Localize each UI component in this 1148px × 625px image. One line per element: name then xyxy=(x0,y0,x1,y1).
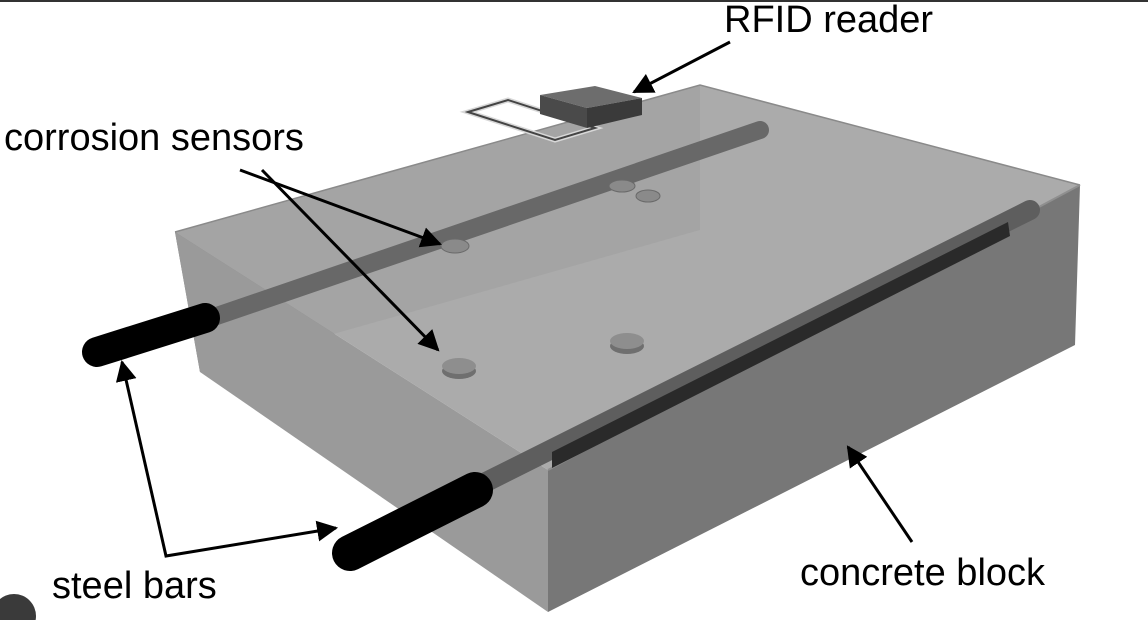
label-corrosion-sensors: corrosion sensors xyxy=(4,117,304,159)
arrow-concrete xyxy=(846,445,914,543)
steel-bar-front xyxy=(332,200,1040,571)
label-concrete-block: concrete block xyxy=(800,552,1046,594)
corner-badge-icon xyxy=(0,594,36,625)
steel-bar-back xyxy=(82,121,769,367)
block-top-face xyxy=(175,85,1080,470)
sensor-disc xyxy=(635,189,661,203)
arrow-rfid xyxy=(632,40,731,94)
annotation-arrows xyxy=(115,40,914,558)
arrow-sensor-2 xyxy=(260,168,440,352)
sensor-disc xyxy=(608,179,636,193)
sensor-disc xyxy=(442,358,476,379)
sensor-disc xyxy=(440,238,470,254)
label-steel-bars: steel bars xyxy=(52,565,217,607)
steel-bar-front-end xyxy=(332,472,493,571)
corrosion-sensors xyxy=(440,179,661,379)
arrow-steel-bars xyxy=(115,359,339,558)
sensor-disc xyxy=(610,333,644,354)
steel-bar-back-end xyxy=(82,303,220,367)
rfid-reader xyxy=(459,86,642,143)
label-rfid-reader: RFID reader xyxy=(724,0,933,41)
block-front-face xyxy=(548,185,1080,612)
